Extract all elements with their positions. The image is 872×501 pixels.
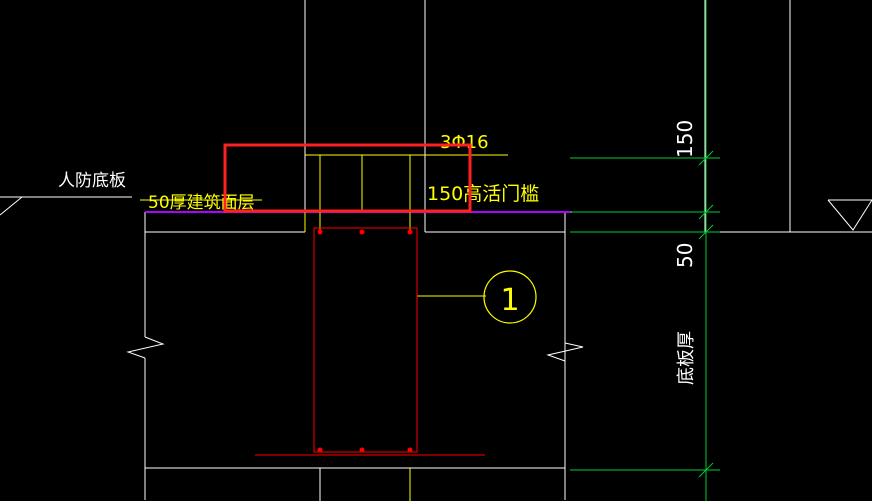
detail-marker-circle [483, 270, 537, 324]
rebar-cage [255, 227, 485, 456]
dimension-lines [570, 0, 720, 501]
rebar-dots [317, 229, 413, 453]
dimension-150-label: 150 [673, 120, 697, 158]
detail-marker-number: 1 [500, 283, 519, 318]
rebar-label: 3Φ16 [440, 132, 489, 153]
movable-sill-label: 150高活门槛 [427, 183, 539, 205]
civil-defense-slab-label: 人防底板 [58, 171, 126, 191]
surface-layer-label: 50厚建筑面层 [148, 193, 255, 213]
dimension-50-label: 50 [673, 243, 697, 268]
highlight-box [223, 143, 472, 213]
slab-thickness-label: 底板厚 [676, 331, 697, 385]
sill-lines [140, 154, 508, 501]
